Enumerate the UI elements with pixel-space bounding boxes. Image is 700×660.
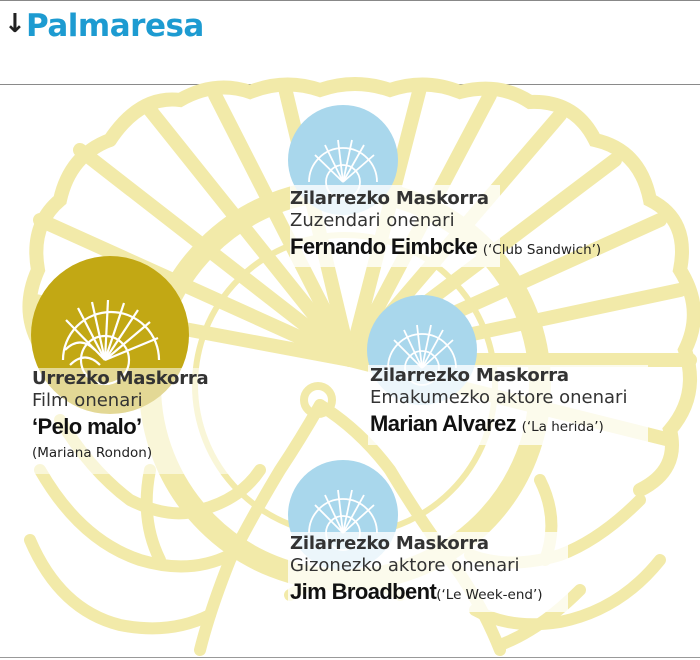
award-type: Zilarrezko Maskorra [370, 365, 569, 386]
award-winner: Jim Broadbent(‘Le Week-end’) [290, 577, 543, 610]
arrow-down-icon: ↓ [4, 9, 26, 39]
film-director: (Mariana Rondon) [32, 445, 153, 461]
page-title: Palmaresa [26, 8, 204, 44]
award-type: Urrezko Maskorra [32, 368, 209, 389]
award-best-actress: Zilarrezko Maskorra Emakumezko aktore on… [370, 365, 627, 442]
award-best-film: Urrezko Maskorra Film onenari ‘Pelo malo… [32, 368, 209, 464]
award-best-actor: Zilarrezko Maskorra Gizonezko aktore one… [290, 533, 543, 610]
award-category: Zuzendari onenari [290, 210, 455, 231]
award-category: Emakumezko aktore onenari [370, 387, 628, 408]
award-type: Zilarrezko Maskorra [290, 533, 489, 554]
bottom-rule [0, 657, 700, 658]
winner-name: Fernando Eimbcke [290, 234, 478, 259]
film-title: (‘La herida’) [521, 419, 604, 435]
top-rule [0, 0, 700, 1]
award-winner: Marian Alvarez (‘La herida’) [370, 409, 627, 442]
award-winner: ‘Pelo malo’ [32, 414, 142, 439]
film-title: (‘Club Sandwich’) [482, 242, 602, 258]
award-type: Zilarrezko Maskorra [290, 188, 489, 209]
winner-name: Jim Broadbent [290, 579, 437, 604]
winner-name: Marian Alvarez [370, 411, 517, 436]
award-category: Gizonezko aktore onenari [290, 555, 520, 576]
award-winner: Fernando Eimbcke (‘Club Sandwich’) [290, 232, 601, 265]
award-best-director: Zilarrezko Maskorra Zuzendari onenari Fe… [290, 188, 601, 265]
award-category: Film onenari [32, 390, 143, 411]
film-title: (‘Le Week-end’) [436, 587, 543, 603]
